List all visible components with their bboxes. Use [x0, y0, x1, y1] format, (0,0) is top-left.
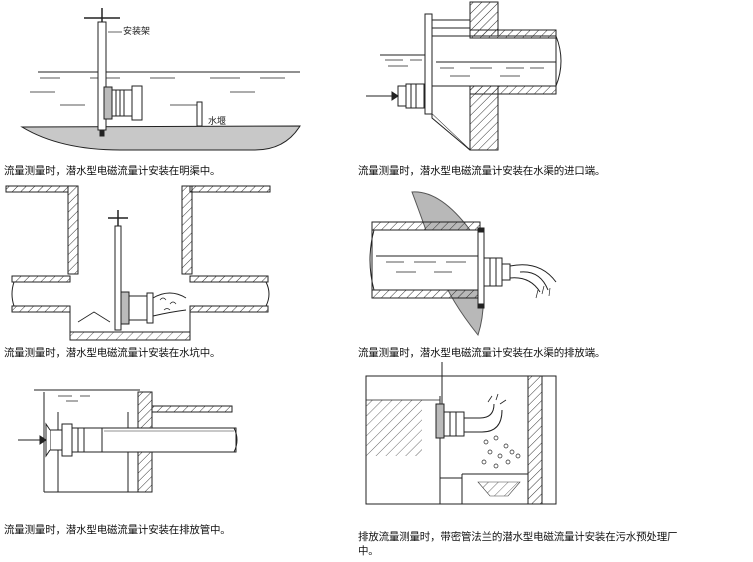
panel-4-channel-discharge	[369, 191, 557, 337]
panel-5-discharge-pipe	[18, 389, 238, 493]
caption-panel-5: 流量测量时，潜水型电磁流量计安装在排放管中。	[4, 524, 231, 536]
caption-panel-3: 流量测量时，潜水型电磁流量计安装在水坑中。	[4, 347, 221, 359]
panel-6-pretreatment-plant	[365, 362, 557, 505]
caption-panel-4: 流量测量时，潜水型电磁流量计安装在水渠的排放端。	[358, 347, 606, 359]
weir-label: 水堰	[208, 117, 227, 127]
panel-2-channel-inlet	[366, 1, 562, 151]
panel-1-open-channel	[20, 8, 301, 151]
caption-panel-6-line-1: 排放流量测量时，带密管法兰的潜水型电磁流量计安装在污水预处理厂	[358, 531, 678, 543]
mounting-frame-label: 安装架	[123, 27, 151, 37]
caption-panel-2: 流量测量时，潜水型电磁流量计安装在水渠的进口端。	[358, 165, 606, 177]
caption-panel-1: 流量测量时，潜水型电磁流量计安装在明渠中。	[4, 165, 221, 177]
panel-3-pit	[5, 185, 271, 341]
caption-panel-6-line-2: 中。	[358, 545, 379, 557]
